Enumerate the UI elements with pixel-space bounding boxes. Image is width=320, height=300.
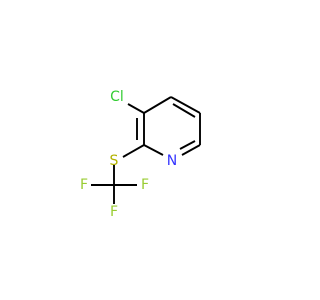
atom-labels: Cl N S F F F (80, 89, 177, 220)
fluorine-label-left: F (80, 177, 88, 193)
bond-c2-s (122, 144, 145, 158)
nitrogen-label: N (167, 153, 177, 169)
fluorine-label-bottom: F (110, 204, 118, 220)
chlorine-label: Cl (110, 89, 124, 105)
bond-c6-n-inner (179, 140, 196, 150)
bond-c4-c5-inner (172, 103, 196, 118)
bond-group (91, 96, 201, 204)
bond-c4-c5 (170, 96, 201, 114)
fluorine-label-right: F (141, 177, 149, 193)
bond-c6-n (181, 144, 201, 156)
bond-c3-c4 (143, 96, 172, 114)
bond-n-c2 (143, 144, 164, 156)
bond-c3-cl (127, 103, 145, 114)
sulfur-label: S (110, 153, 119, 169)
molecule-structure: Cl N S F F F (80, 89, 201, 220)
